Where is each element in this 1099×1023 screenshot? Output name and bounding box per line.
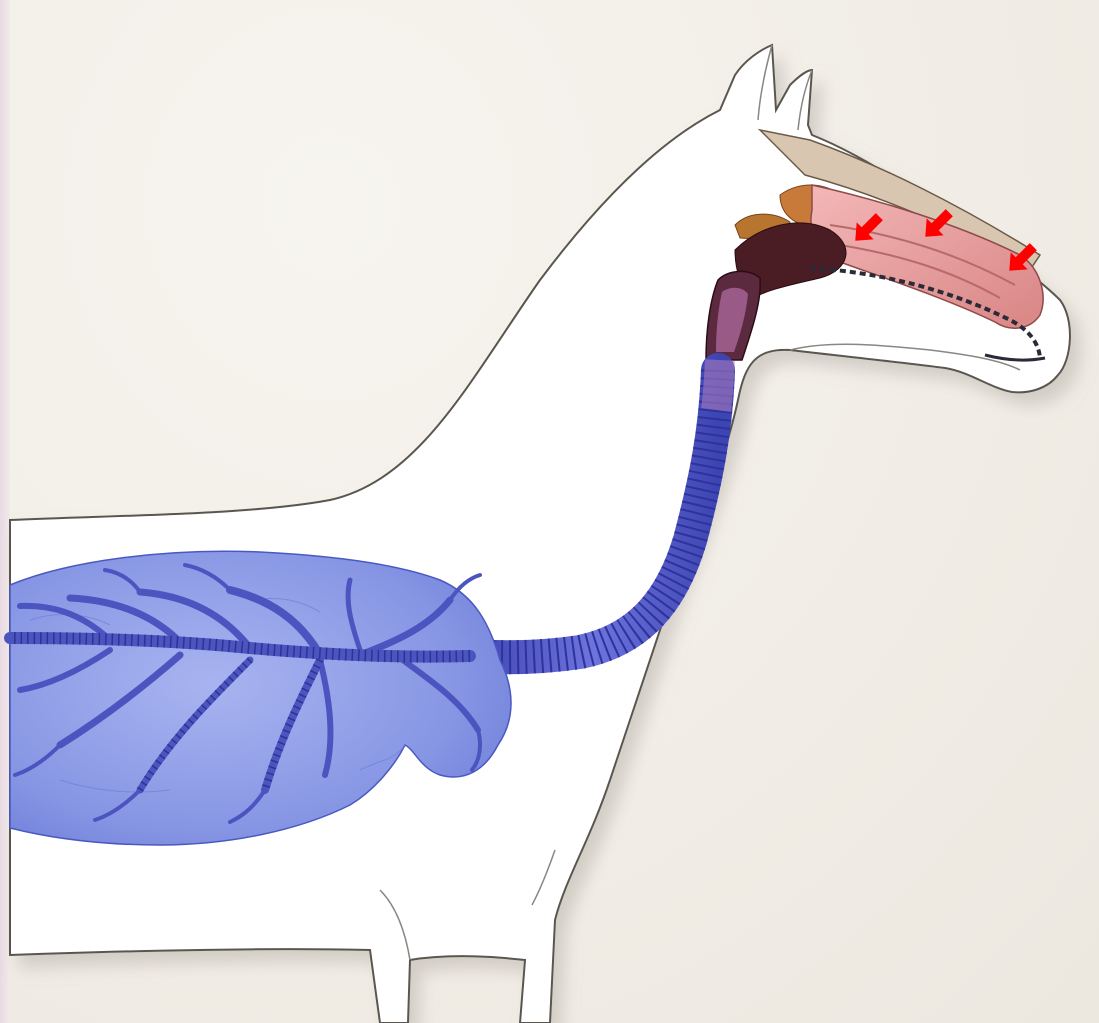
trachea-top-tint bbox=[716, 360, 720, 410]
